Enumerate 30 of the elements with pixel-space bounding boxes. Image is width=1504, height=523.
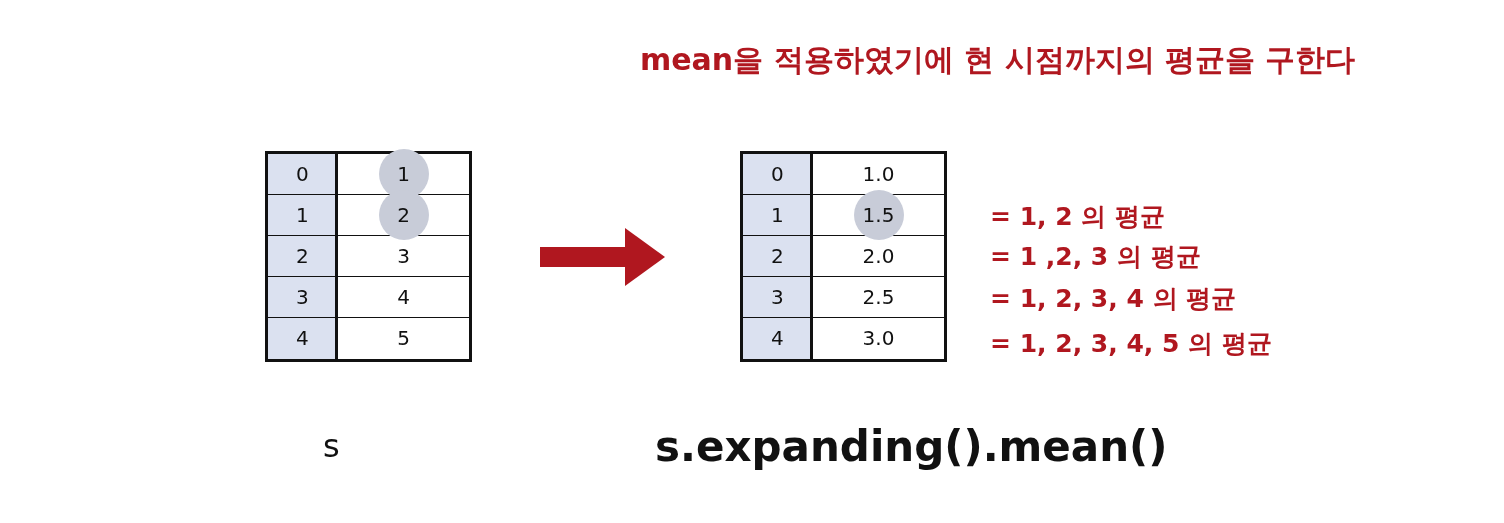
index-cell: 0 — [771, 162, 784, 186]
index-cell: 2 — [771, 244, 784, 268]
index-cell: 4 — [296, 326, 309, 350]
index-cell: 4 — [771, 326, 784, 350]
value-cell: 2.0 — [862, 244, 895, 268]
data-table — [740, 151, 947, 362]
annotation: = 1, 2, 3, 4, 5 의 평균 — [990, 328, 1272, 360]
node-label: s — [323, 427, 340, 465]
value-cell: 1 — [397, 162, 410, 186]
title: mean을 적용하였기에 현 시점까지의 평균을 구한다 — [640, 41, 1356, 79]
arrow — [540, 228, 665, 286]
value-cell: 5 — [397, 326, 410, 350]
value-cell: 2 — [397, 203, 410, 227]
value-cell: 3 — [397, 244, 410, 268]
index-cell: 3 — [296, 285, 309, 309]
annotation: = 1, 2, 3, 4 의 평균 — [990, 283, 1237, 315]
annotation: = 1, 2 의 평균 — [990, 201, 1166, 233]
index-cell: 1 — [771, 203, 784, 227]
value-cell: 2.5 — [862, 285, 895, 309]
value-cell: 1.0 — [862, 162, 895, 186]
index-cell: 3 — [771, 285, 784, 309]
index-cell: 1 — [296, 203, 309, 227]
value-cell: 4 — [397, 285, 410, 309]
data-table — [265, 151, 472, 362]
index-cell: 0 — [296, 162, 309, 186]
node-label: s.expanding().mean() — [655, 422, 1168, 471]
index-cell: 2 — [296, 244, 309, 268]
value-cell: 3.0 — [862, 326, 895, 350]
value-cell: 1.5 — [862, 203, 895, 227]
annotation: = 1 ,2, 3 의 평균 — [990, 241, 1201, 273]
